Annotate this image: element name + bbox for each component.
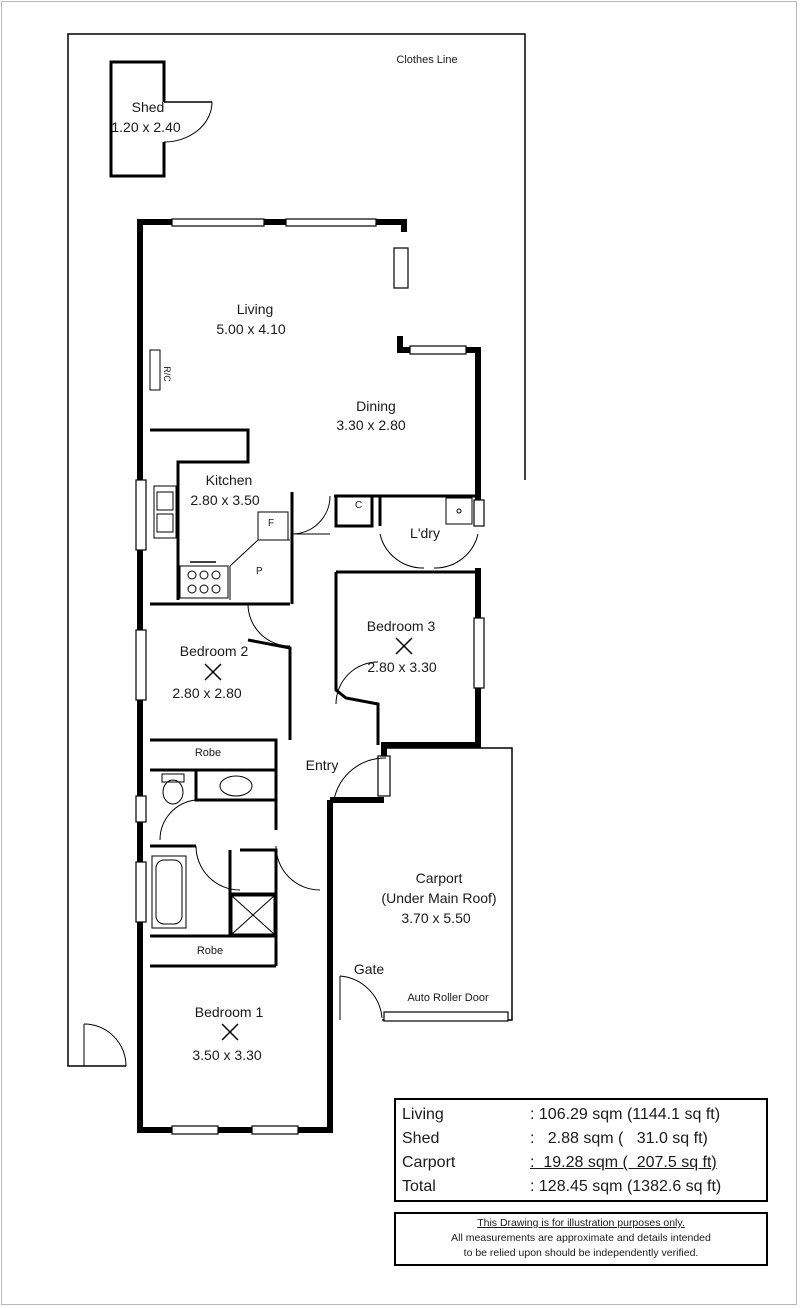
exterior-wall-west [137,219,407,1133]
area-value: : 106.29 sqm (1144.1 sq ft) [530,1106,721,1123]
area-name: Living [402,1106,444,1123]
boundary-fence [67,33,526,1067]
area-value: : 19.28 sqm ( 207.5 sq ft) [530,1154,717,1171]
door-swings [83,495,479,1067]
gate-label: Gate [353,961,385,977]
cupboard-marker: C [355,500,363,511]
disclaimer-box: This Drawing is for illustration purpose… [394,1212,768,1266]
fridge-marker: F [268,518,275,529]
ceiling-fan-markers [204,637,413,1041]
dining-name: Dining [356,398,396,414]
disclaimer-line-2: All measurements are approximate and det… [451,1232,711,1244]
carport-subtitle: (Under Main Roof) [381,890,497,906]
bedroom1-size: 3.50 x 3.30 [192,1047,262,1063]
roller-door [383,1011,509,1022]
living-name: Living [236,301,274,317]
bedroom3-name: Bedroom 3 [366,618,436,634]
area-value: : 2.88 sqm ( 31.0 sq ft) [530,1130,708,1147]
kitchen-name: Kitchen [205,472,253,488]
living-size: 5.00 x 4.10 [216,321,286,337]
pantry-marker: P [256,566,263,577]
roller-door-label: Auto Roller Door [407,992,489,1004]
area-schedule: Living : 106.29 sqm (1144.1 sq ft) Shed … [394,1098,768,1202]
dining-size: 3.30 x 2.80 [336,417,406,433]
bedroom3-size: 2.80 x 3.30 [367,659,437,675]
rc-marker: R/C [161,366,172,382]
bedroom2-name: Bedroom 2 [179,643,249,659]
exterior-wall-dining [397,336,481,500]
area-name: Shed [402,1130,440,1147]
bedroom1-name: Bedroom 1 [194,1004,264,1020]
shed-name: Shed [131,99,165,115]
windows [135,218,485,1135]
carport-name: Carport [415,870,463,886]
kitchen-size: 2.80 x 3.50 [190,492,260,508]
area-name: Total [402,1178,436,1195]
area-value: : 128.45 sqm (1382.6 sq ft) [530,1178,722,1195]
shed-size: 1.20 x 2.40 [111,119,181,135]
entry-label: Entry [305,757,339,773]
robe-bedroom1-label: Robe [196,945,224,957]
area-name: Carport [402,1154,456,1171]
carport-size: 3.70 x 5.50 [401,910,471,926]
laundry-name: L'dry [410,525,440,541]
interior-walls [150,428,478,968]
bathroom-fixtures [151,773,275,935]
clothes-line-label: Clothes Line [396,54,458,66]
kitchen-fixtures [149,349,473,600]
shed-outline [109,60,166,178]
disclaimer-line-1: This Drawing is for illustration purpose… [477,1217,685,1229]
bedroom2-size: 2.80 x 2.80 [172,685,242,701]
disclaimer-line-3: to be relied upon should be independentl… [463,1247,699,1259]
robe-bedroom2-label: Robe [194,747,222,759]
